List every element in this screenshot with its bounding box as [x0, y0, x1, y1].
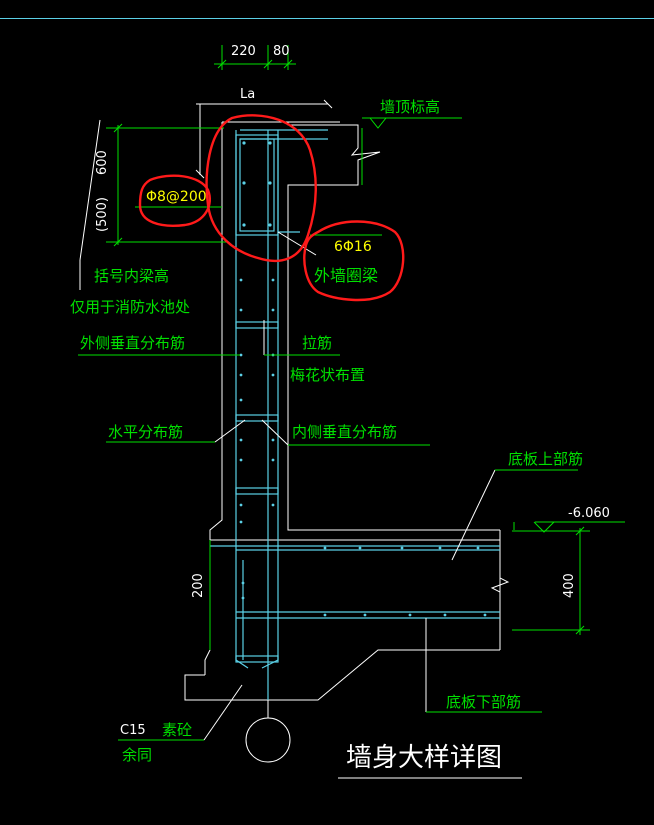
ring-beam-cage-inner: [239, 138, 275, 232]
tie-bar-4: [235, 655, 279, 663]
label-slab-bottom: 底板下部筋: [446, 693, 521, 711]
top-border-line: [0, 18, 654, 19]
label-outer-vertical: 外侧垂直分布筋: [80, 334, 185, 352]
label-bracket-note-1: 括号内梁高: [94, 267, 169, 285]
dim-220: 220: [231, 44, 256, 59]
slab-break: [490, 565, 510, 640]
label-plum-layout: 梅花状布置: [290, 366, 365, 384]
label-stirrup: Φ8@200: [146, 189, 207, 205]
dim-la: La: [240, 87, 255, 102]
label-wall-top-elevation: 墙顶标高: [380, 98, 440, 116]
inner-vertical-bar: [261, 130, 279, 669]
dimension-lines: [106, 45, 625, 650]
dim-400: 400: [562, 573, 577, 598]
markup-circle-bars: [303, 220, 405, 302]
leader-lines: [78, 119, 578, 779]
rebar-dots: [239, 141, 487, 617]
text-labels: 220 80 La 600 (500) 400 200 -6.060 墙顶标高 …: [70, 44, 610, 773]
foundation-step: [184, 649, 500, 701]
label-same-below: 余同: [122, 746, 152, 764]
label-slab-top: 底板上部筋: [508, 450, 583, 468]
label-plain-concrete: 素砼: [162, 721, 192, 739]
dim-500: (500): [95, 197, 110, 232]
markup-annotations: [138, 114, 405, 302]
ring-beam-cage: [235, 134, 279, 236]
label-bracket-note-2: 仅用于消防水池处: [70, 298, 190, 316]
elevation-label: -6.060: [568, 506, 610, 521]
dim-200: 200: [191, 573, 206, 598]
label-inner-vertical: 内侧垂直分布筋: [292, 423, 397, 441]
dim-80: 80: [273, 44, 290, 59]
concrete-outline: [184, 121, 510, 763]
tie-bar-2: [235, 414, 279, 422]
label-tie-bar: 拉筋: [302, 334, 332, 352]
drawing-title: 墙身大样详图: [346, 743, 502, 773]
label-horizontal-dist: 水平分布筋: [108, 423, 183, 441]
outer-vertical-bar: [235, 130, 249, 669]
pile-circle: [245, 717, 291, 763]
ring-beam-inner: [287, 122, 500, 531]
markup-circle-ring-beam: [205, 114, 317, 263]
tie-bar-3: [235, 487, 279, 495]
label-outer-ring-beam: 外墙圈梁: [314, 266, 378, 285]
tie-bar-1: [235, 321, 279, 329]
rebar-lines: [210, 129, 500, 700]
markup-circle-stirrup: [138, 174, 211, 227]
label-c15: C15: [120, 723, 146, 738]
label-bars: 6Φ16: [334, 239, 372, 255]
dim-600: 600: [95, 150, 110, 175]
